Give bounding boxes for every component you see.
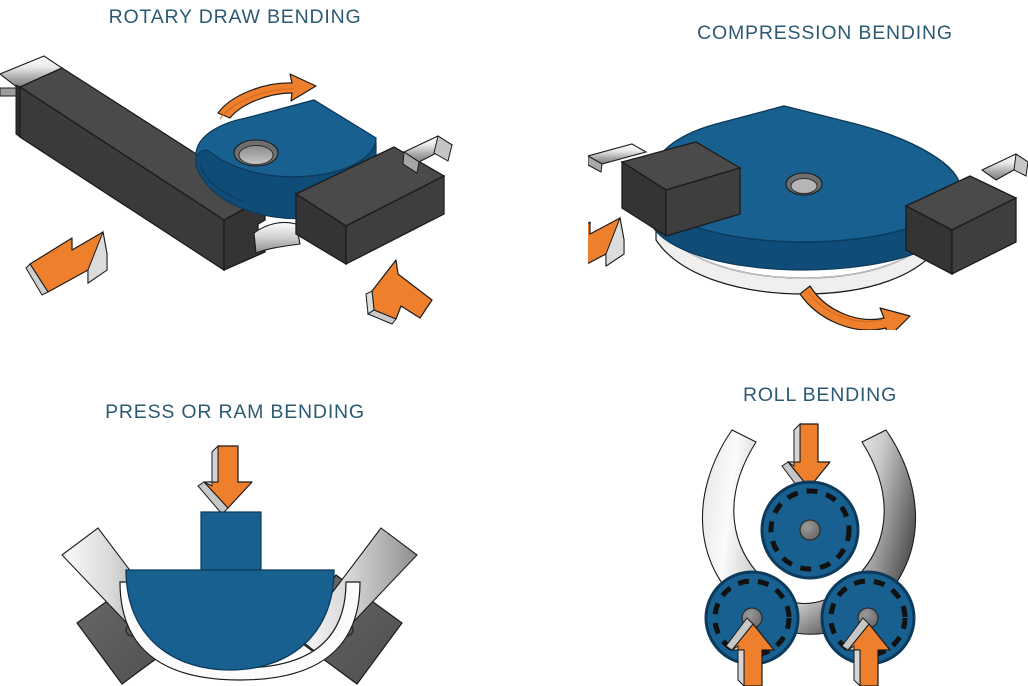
- rotation-arrow-curved: [217, 73, 317, 120]
- roller-tread-dash: [712, 578, 792, 658]
- panel-title-rotary-draw-bending: ROTARY DRAW BENDING: [108, 6, 362, 28]
- tube-stub-right: [980, 153, 1028, 181]
- figure-rotary-draw-bending: [0, 55, 454, 325]
- tube-silver-bend: [253, 221, 301, 254]
- clamp-block-left: [620, 141, 742, 238]
- figure-roll-bending: [701, 422, 917, 686]
- panel-title-roll-bending: ROLL BENDING: [742, 384, 898, 406]
- ram-die-blue: [125, 511, 335, 671]
- tube-stub-left: [588, 143, 648, 173]
- die-bore-inner: [238, 145, 274, 165]
- panel-title-press-or-ram-bending: PRESS OR RAM BENDING: [105, 401, 365, 423]
- disc-bore-inner: [790, 178, 818, 194]
- roller-hub: [799, 519, 821, 541]
- feed-arrow-left: [25, 230, 108, 296]
- clamp-die-arm: [15, 67, 267, 272]
- ram-die-semicircle: [125, 569, 335, 671]
- wiper-arrow-curved: [799, 285, 911, 330]
- feed-arrow-right: [365, 259, 433, 325]
- roller-tread-dash: [828, 578, 908, 658]
- feed-arrow-left: [588, 216, 625, 267]
- roller-tread-dash: [768, 488, 852, 572]
- force-arrow-left-up: [725, 617, 775, 686]
- figure-compression-bending: [588, 105, 1028, 330]
- clamp-block-right: [904, 175, 1018, 276]
- roller-top: [760, 480, 860, 580]
- ram-arrow-down: [197, 444, 253, 515]
- figure-press-or-ram-bending: [61, 444, 418, 685]
- tube-stub-right: [402, 135, 454, 174]
- ram-stem: [200, 511, 262, 571]
- panel-title-compression-bending: COMPRESSION BENDING: [697, 22, 953, 44]
- force-arrow-right-up: [841, 617, 891, 686]
